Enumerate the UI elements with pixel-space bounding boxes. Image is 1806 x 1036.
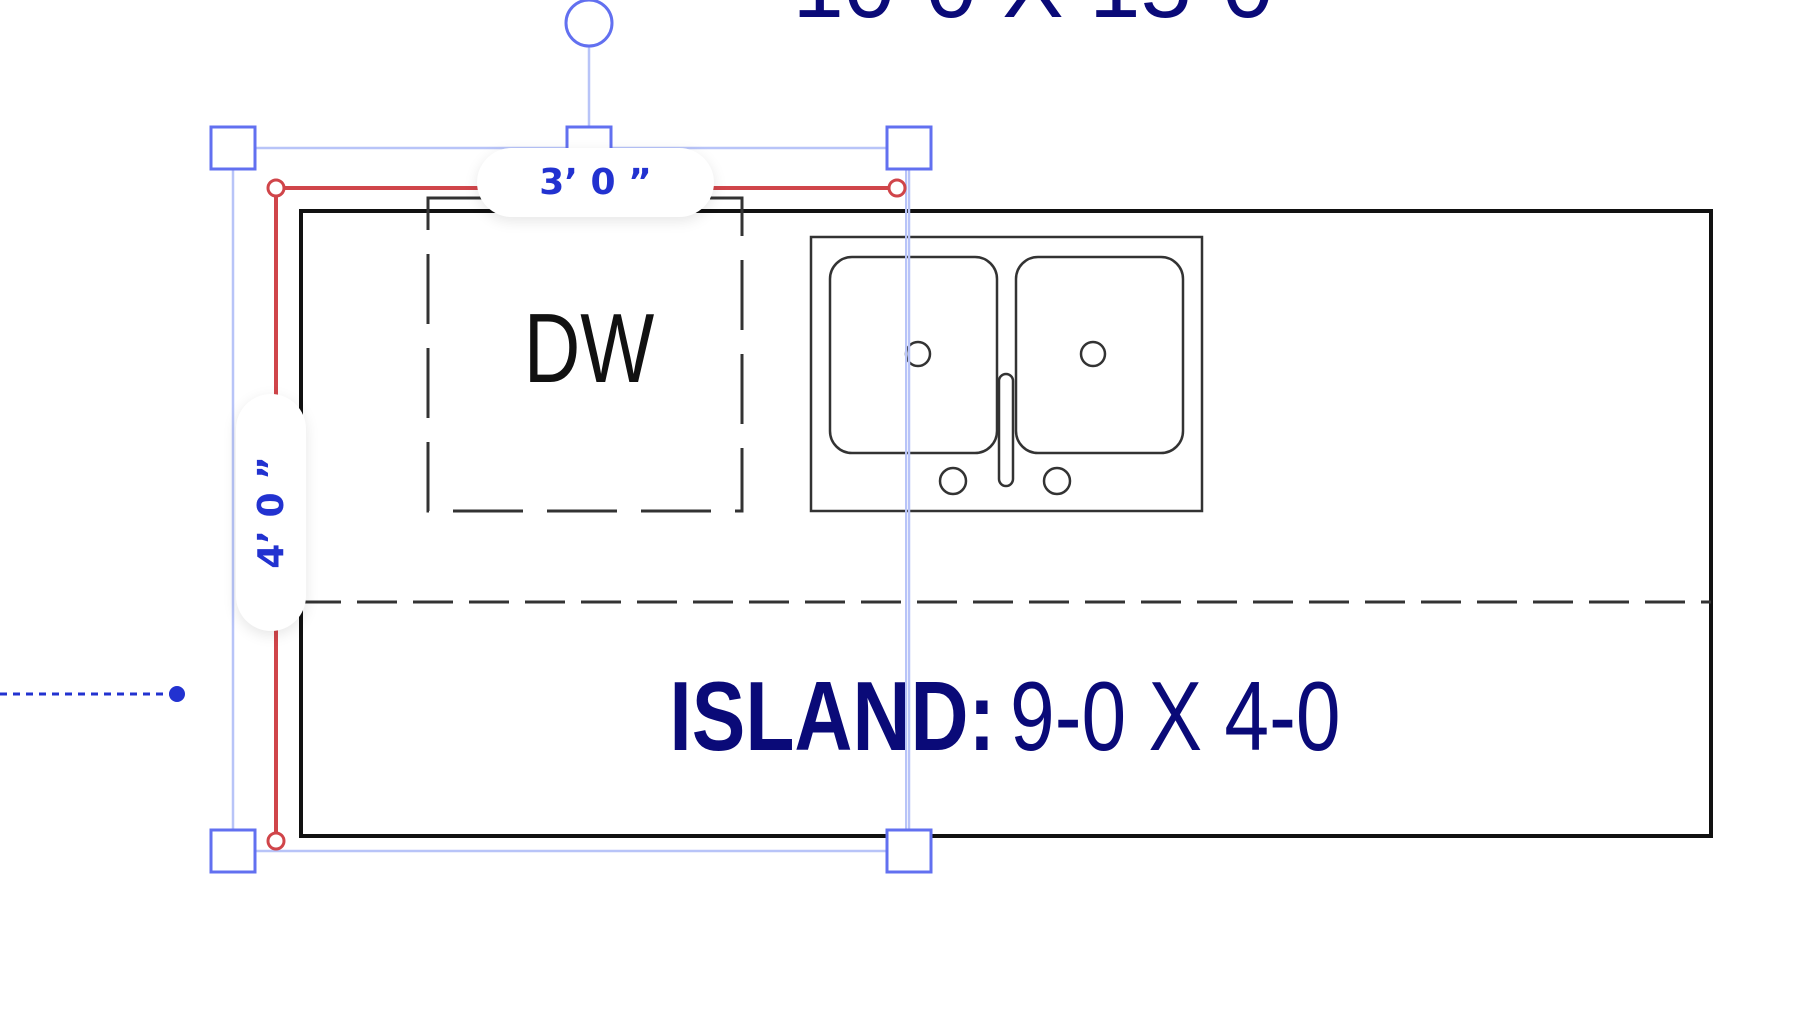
dimension-endpoint-handle[interactable] — [887, 178, 907, 198]
resize-handle-bottom-left[interactable] — [209, 828, 257, 874]
double-sink-icon — [809, 235, 1204, 513]
width-measurement-label[interactable]: 3’ 0 ” — [477, 148, 714, 217]
resize-handle-bottom-right[interactable] — [885, 828, 933, 874]
width-measurement-text: 3’ 0 ” — [539, 162, 652, 203]
resize-handle-top-left[interactable] — [209, 125, 257, 171]
island-label-name: ISLAND: — [669, 661, 995, 770]
dimension-endpoint-handle[interactable] — [266, 831, 286, 851]
connector-endpoint-handle[interactable] — [169, 686, 185, 702]
island-outline — [299, 209, 1713, 838]
dimension-endpoint-handle[interactable] — [266, 178, 286, 198]
island-label-dimensions: 9-0 X 4-0 — [1010, 661, 1341, 770]
room-dimension-label: 10-0 X 15-0 — [793, 0, 1274, 37]
height-measurement-text: 4’ 0 ” — [250, 456, 292, 569]
height-measurement-label[interactable]: 4’ 0 ” — [236, 394, 306, 631]
resize-handle-top-right[interactable] — [885, 125, 933, 171]
dishwasher-label: DW — [524, 294, 655, 403]
island-label: ISLAND:9-0 X 4-0 — [669, 661, 1340, 770]
rotate-handle[interactable] — [564, 0, 614, 48]
